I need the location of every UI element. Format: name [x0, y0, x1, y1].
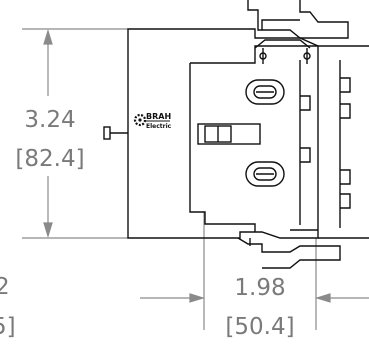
lower-mounting-slot-inner	[253, 167, 277, 181]
left-side-tab	[103, 126, 111, 140]
logo-gear-icon	[133, 113, 147, 127]
height-arrow-bottom	[43, 222, 53, 239]
partial-inches-label: 2	[0, 274, 10, 300]
vertical-dimension	[22, 28, 128, 239]
depth-arrow-left	[189, 293, 206, 303]
height-millimeters-label: [82.4]	[15, 146, 84, 172]
right-auxiliary-steps	[340, 77, 351, 209]
bottom-latch	[237, 237, 341, 269]
right-auxiliary-block	[318, 45, 369, 239]
height-arrow-top	[43, 28, 53, 45]
logo-gear-hub	[138, 118, 142, 122]
actuator-window	[197, 123, 261, 145]
logo-brand-text: BRAH	[146, 112, 171, 121]
top-latch-detail	[261, 19, 300, 30]
top-latch	[247, 0, 349, 39]
horizontal-dimension	[140, 212, 369, 330]
inner-module-outline	[189, 45, 318, 232]
depth-arrow-right	[314, 293, 331, 303]
main-housing-outline	[127, 28, 319, 239]
partial-millimeters-label: 5]	[0, 314, 16, 340]
inner-module-top-bracket	[254, 39, 311, 49]
contactor-body	[103, 0, 369, 269]
height-inches-label: 3.24	[24, 107, 75, 133]
depth-inches-label: 1.98	[234, 275, 285, 301]
bottom-latch-detail	[249, 229, 318, 246]
lower-mounting-slot-outer	[245, 161, 285, 187]
brah-electric-logo: BRAH Electric	[133, 112, 172, 130]
upper-mounting-slot-outer	[245, 79, 285, 105]
depth-millimeters-label: [50.4]	[225, 314, 294, 340]
inner-module-notches	[300, 95, 311, 163]
upper-mounting-slot-inner	[253, 85, 277, 99]
logo-subtitle-text: Electric	[146, 123, 172, 130]
